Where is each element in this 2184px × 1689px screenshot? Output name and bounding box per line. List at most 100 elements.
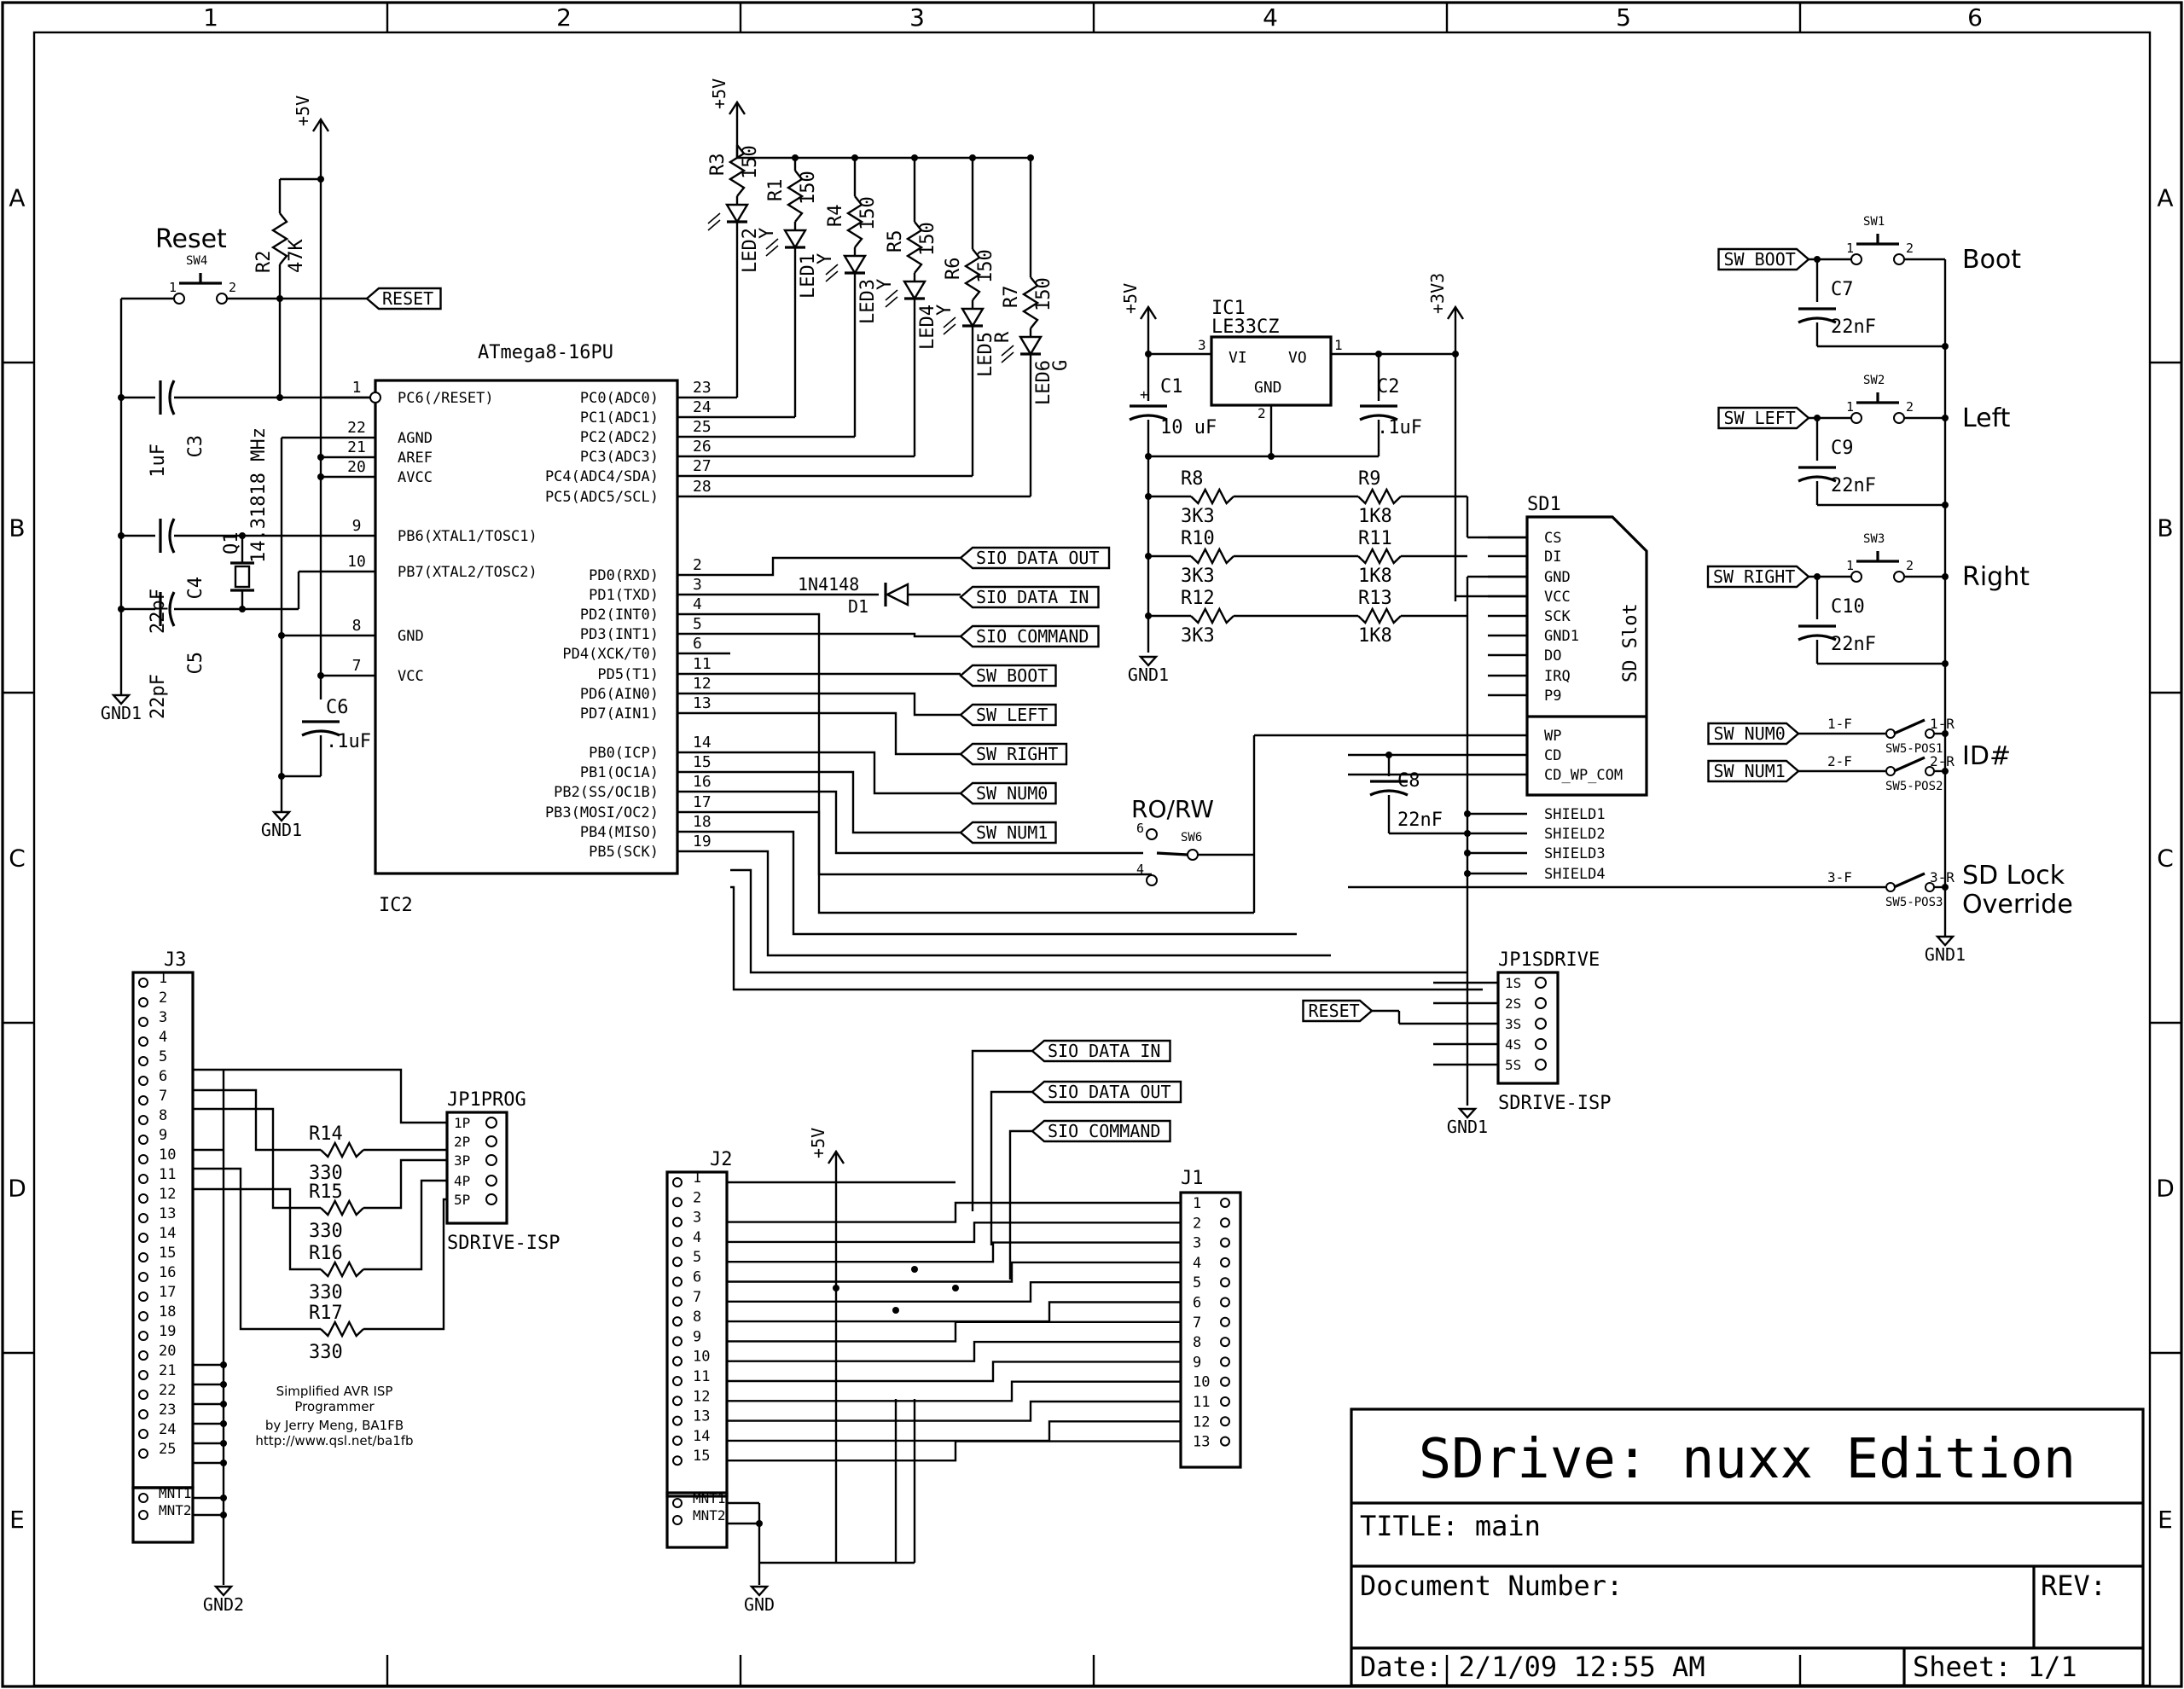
flag-sw-boot — [959, 664, 1057, 688]
row-label: B — [2157, 514, 2173, 543]
junction-dot — [317, 454, 324, 461]
junction-dot — [756, 1520, 763, 1527]
pin-num: 2 — [1906, 241, 1914, 256]
sio-flag — [1031, 1080, 1182, 1104]
junction-dot — [1145, 612, 1152, 619]
date-field: Date: 2/1/09 12:55 AM — [1360, 1651, 1705, 1683]
junction-dot — [239, 532, 246, 539]
led-arrow — [765, 238, 779, 250]
terminal — [138, 1331, 148, 1341]
svg-text:by Jerry Meng, BA1FB: by Jerry Meng, BA1FB — [265, 1418, 404, 1433]
ic2-pin-num: 9 — [352, 517, 362, 535]
divider-val-b: 1K8 — [1358, 625, 1392, 647]
j3-pin: 4 — [159, 1029, 167, 1046]
sd1-slot-label: SD Slot — [1620, 603, 1641, 682]
switch-capacitor — [1798, 316, 1837, 324]
ic2-left-pins: 1PC6(/RESET)22AGND21AREF20AVCC9PB6(XTAL1… — [324, 379, 537, 685]
ic2-pin-name: PC6(/RESET) — [398, 390, 494, 407]
ic2-ref: IC2 — [379, 895, 413, 916]
switch-ref: SW4 — [186, 254, 207, 268]
terminal — [1885, 766, 1896, 776]
wire — [730, 692, 961, 717]
ro-rw-label: RO/RW — [1131, 795, 1214, 823]
supply-5v-leds — [728, 100, 746, 115]
net-flag-label: SW_NUM0 — [976, 783, 1048, 804]
q1-ref: Q1 — [221, 532, 242, 555]
pin-num: 2 — [1906, 558, 1914, 573]
junction-dot — [1385, 752, 1392, 758]
terminal — [138, 1193, 148, 1204]
revision: REV: — [2041, 1570, 2106, 1602]
wire — [730, 556, 961, 577]
junction-dot — [1942, 730, 1949, 737]
j1-pin: 1 — [1193, 1195, 1201, 1212]
ground-label: GND1 — [1128, 665, 1169, 685]
led-arrow — [707, 219, 721, 231]
led-res-value: 150 — [975, 249, 996, 283]
bus-wire — [727, 1361, 1181, 1383]
j3-pin: 19 — [159, 1323, 176, 1340]
gnd1-ic2 — [271, 810, 292, 822]
pin-num: 1 — [1846, 558, 1854, 573]
sw6-pin: 4 — [1136, 862, 1144, 877]
c3-ref: C3 — [185, 435, 206, 458]
led-ref: LED2 — [740, 228, 761, 273]
led-res-ref: R7 — [1001, 286, 1022, 309]
sd-shield-name: SHIELD2 — [1544, 826, 1606, 843]
terminal — [216, 293, 228, 305]
sd1-slot — [1525, 515, 1648, 797]
terminal — [369, 392, 381, 403]
r2-ref: R2 — [253, 251, 275, 274]
junction-dot — [220, 1512, 227, 1518]
ic2-pin-name: AGND — [398, 430, 433, 447]
ic1-pin: 2 — [1258, 405, 1266, 421]
col-label: 3 — [909, 3, 925, 32]
terminal — [485, 1135, 497, 1147]
sd-pin-name: WP — [1544, 728, 1561, 745]
terminal — [1187, 849, 1199, 861]
j1-pin: 8 — [1193, 1334, 1201, 1351]
switch-flag — [1717, 247, 1810, 271]
switch-name: Left — [1962, 403, 2011, 433]
row-label: C — [9, 844, 26, 873]
terminal — [138, 1213, 148, 1223]
wire — [363, 1158, 447, 1210]
j3-ref: J3 — [164, 949, 187, 971]
led-ref: LED3 — [857, 279, 879, 324]
divider-ref-b: R13 — [1358, 588, 1392, 609]
switch-flag — [1706, 565, 1810, 589]
flag-sw-right — [959, 742, 1068, 766]
terminal — [672, 1515, 682, 1525]
dip-pos: SW5-POS1 — [1885, 742, 1943, 756]
junction-dot — [276, 295, 283, 302]
led-diode — [1018, 335, 1043, 357]
j2-pin: 13 — [693, 1408, 710, 1425]
terminal — [672, 1276, 682, 1287]
junction-dot — [220, 1401, 227, 1408]
divider-ref-b: R11 — [1358, 528, 1392, 549]
net-flag-label: SIO_COMMAND — [976, 626, 1089, 647]
terminal — [138, 1429, 148, 1439]
sd-shield-name: SHIELD3 — [1544, 845, 1606, 862]
ic2-pin-name: PC4(ADC4/SDA) — [545, 468, 659, 485]
wire — [730, 868, 1467, 974]
bus-wire — [727, 1380, 1181, 1402]
j1-pin: 9 — [1193, 1354, 1201, 1371]
junction-dot — [892, 1307, 899, 1314]
terminal — [1535, 1059, 1547, 1071]
j2-pin: 4 — [693, 1229, 701, 1246]
bus-wire — [727, 1261, 1181, 1283]
led-color: Y — [934, 305, 956, 316]
dip-pin-left: 1-F — [1827, 716, 1852, 732]
gnd1-right — [1935, 935, 1955, 947]
j3-pin: 22 — [159, 1382, 176, 1399]
wire — [363, 1198, 447, 1331]
supply-label: +5V — [1120, 283, 1141, 314]
ic2-pin-name: PC1(ADC1) — [580, 409, 659, 427]
jp1prog-header — [445, 1111, 508, 1225]
j3-pin: 17 — [159, 1284, 176, 1301]
j2-pin: 12 — [693, 1388, 710, 1405]
flag-sw-num0 — [959, 781, 1057, 805]
dip-pin-right: 3-R — [1930, 869, 1955, 885]
